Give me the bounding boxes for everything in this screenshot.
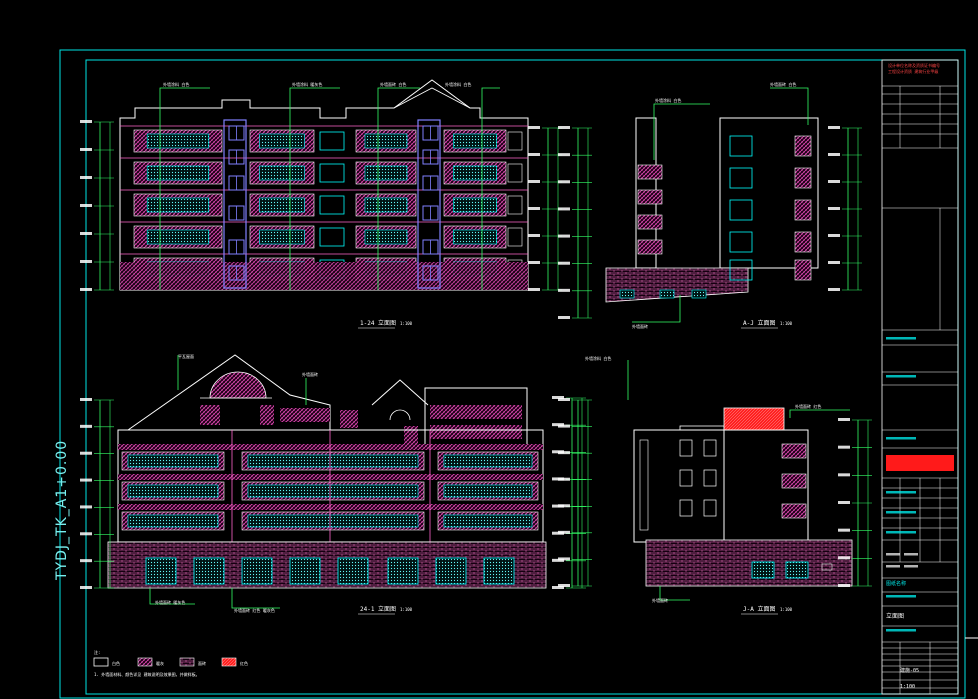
- svg-text:外墙面砖 白色: 外墙面砖 白色: [380, 81, 406, 87]
- legend-label-3: 面砖: [198, 660, 206, 666]
- view-caption-2: A-J 立面图: [743, 319, 775, 327]
- legend-label-4: 红色: [240, 660, 248, 666]
- view-scale-4: 1:100: [780, 607, 793, 612]
- elevation-1-24: 外墙涂料 白色外墙涂料 暖灰色 外墙面砖 白色外墙涂料 白色 1-24 立面图 …: [80, 79, 562, 329]
- legend-swatch-brick: [179, 657, 195, 667]
- view-caption-4: J-A 立面图: [743, 605, 775, 613]
- legend-note: 1. 外墙面材料、颜色详见 建筑说明及效果图，并做样板。: [94, 671, 200, 677]
- svg-text:工程设计资质 建筑行业甲级: 工程设计资质 建筑行业甲级: [888, 68, 938, 74]
- legend-swatch-red: [221, 657, 237, 667]
- svg-text:设计单位名称及资质证书编号: 设计单位名称及资质证书编号: [888, 62, 940, 68]
- svg-text:外墙面砖 红色: 外墙面砖 红色: [795, 403, 821, 409]
- svg-text:外墙面砖: 外墙面砖: [302, 371, 318, 377]
- title-block-scale: 1:100: [900, 684, 915, 690]
- view-scale-3: 1:100: [400, 607, 413, 612]
- title-block: 设计单位名称及资质证书编号 工程设计资质 建筑行业甲级 图纸名称 立面图 建施-…: [881, 59, 959, 695]
- svg-text:平瓦屋面: 平瓦屋面: [178, 353, 194, 359]
- red-panel: [723, 407, 785, 431]
- legend-label-1: 白色: [112, 660, 120, 666]
- svg-text:外墙涂料 白色: 外墙涂料 白色: [445, 81, 471, 87]
- legend-swatch-hatch: [137, 657, 153, 667]
- title-block-section-label: 图纸名称: [886, 580, 906, 587]
- material-legend: 注: 白色 暖灰 面砖 红色 1. 外墙面材料、颜色详见 建筑说明及效果图，并做…: [93, 649, 248, 677]
- svg-text:外墙面砖 暖灰色: 外墙面砖 暖灰色: [155, 599, 185, 605]
- title-block-drawing-title: 立面图: [886, 612, 904, 620]
- svg-text:外墙涂料 白色: 外墙涂料 白色: [163, 81, 189, 87]
- inner-frame: [85, 59, 959, 695]
- legend-swatch-white: [93, 657, 109, 667]
- svg-text:外墙涂料 白色: 外墙涂料 白色: [655, 97, 681, 103]
- legend-label-2: 暖灰: [156, 660, 164, 666]
- outer-frame: [59, 49, 966, 699]
- svg-text:外墙涂料 白色: 外墙涂料 白色: [585, 355, 611, 361]
- view-scale-1: 1:100: [400, 321, 413, 326]
- title-block-sheet-no: 建施-05: [900, 667, 919, 674]
- svg-text:外墙面砖 红色 暖灰色: 外墙面砖 红色 暖灰色: [234, 607, 275, 613]
- svg-text:外墙面砖 白色: 外墙面砖 白色: [770, 81, 796, 87]
- svg-text:外墙涂料 暖灰色: 外墙涂料 暖灰色: [292, 81, 322, 87]
- view-caption-1: 1-24 立面图: [360, 319, 396, 327]
- view-scale-2: 1:100: [780, 321, 793, 326]
- view-caption-3: 24-1 立面图: [360, 605, 396, 613]
- svg-text:外墙面砖: 外墙面砖: [652, 597, 668, 603]
- drawing-code-label: TYDJ_TK_A1+0.00: [54, 439, 70, 580]
- title-block-red-stamp: [886, 455, 954, 471]
- svg-text:注:: 注:: [94, 649, 100, 655]
- svg-text:外墙面砖: 外墙面砖: [632, 323, 648, 329]
